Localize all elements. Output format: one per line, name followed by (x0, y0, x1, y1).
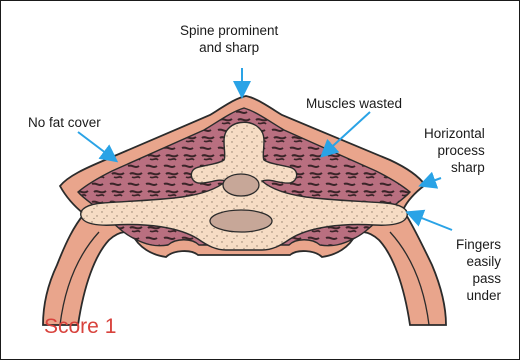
label-horizontal-process: Horizontal process sharp (424, 125, 485, 176)
label-spine-prominent: Spine prominent and sharp (180, 22, 278, 56)
label-muscles-wasted: Muscles wasted (306, 95, 402, 112)
spinal-canal (223, 174, 259, 196)
vertebral-body (210, 210, 272, 232)
score-label: Score 1 (44, 315, 116, 339)
label-no-fat-cover: No fat cover (28, 114, 101, 131)
label-fingers-pass-under: Fingers easily pass under (456, 236, 501, 304)
arrow-fingers (409, 213, 452, 230)
arrow-fat (78, 132, 115, 160)
arrow-horizontal (422, 178, 441, 185)
